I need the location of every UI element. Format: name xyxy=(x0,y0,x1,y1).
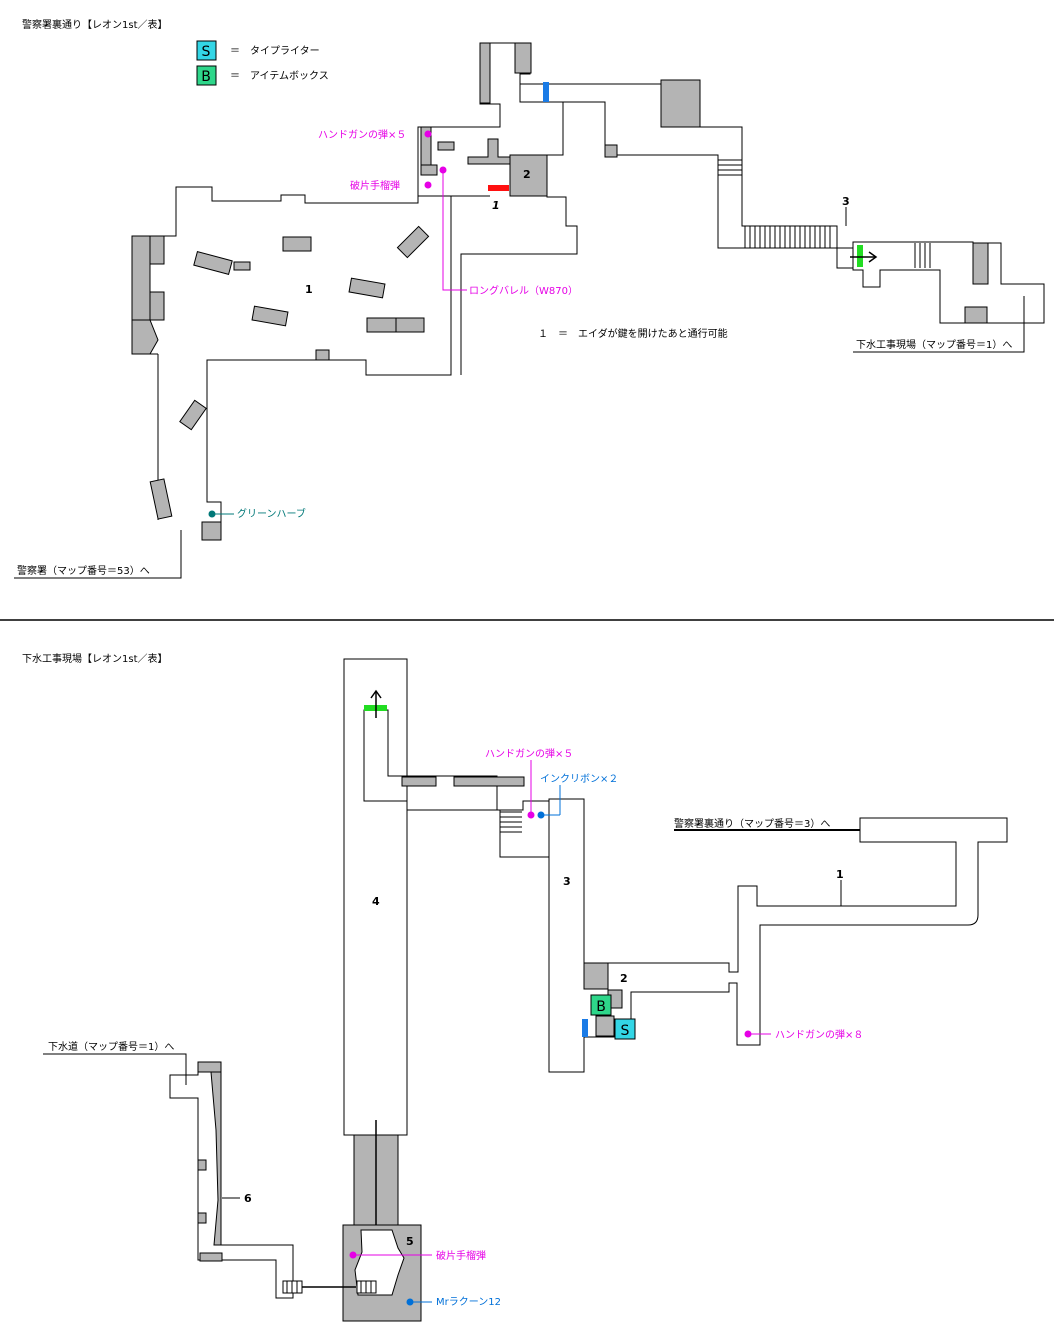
red-door[interactable] xyxy=(488,185,509,191)
room-number-2: 2 xyxy=(523,168,531,181)
legend: S ＝ タイプライター B ＝ アイテムボックス xyxy=(196,40,329,86)
item-inkribbon: インクリボン×２ xyxy=(540,773,618,785)
block xyxy=(348,277,386,299)
block xyxy=(509,154,548,197)
map1-title: 警察署裏通り【レオン1st／表】 xyxy=(22,18,168,31)
stairs-north xyxy=(718,159,742,176)
door-note-number: 1 xyxy=(492,199,500,212)
legend-box-swatch xyxy=(196,65,217,86)
block xyxy=(964,306,988,324)
block xyxy=(251,305,289,327)
block xyxy=(467,138,511,165)
room-4 xyxy=(343,658,408,1136)
block xyxy=(660,79,701,128)
block xyxy=(453,776,525,787)
block xyxy=(604,144,618,158)
leader xyxy=(442,170,467,291)
block xyxy=(149,291,165,321)
room-number-1: 1 xyxy=(836,868,844,881)
legend-save-swatch xyxy=(196,40,217,61)
room-number-1: 1 xyxy=(305,283,313,296)
block xyxy=(437,141,455,151)
room-number-3: 3 xyxy=(563,875,571,888)
block xyxy=(131,319,159,355)
block xyxy=(197,1159,207,1171)
room-number-5: 5 xyxy=(406,1235,414,1248)
item-handgun5: ハンドガンの弾×５ xyxy=(485,747,573,760)
item-dot xyxy=(424,130,432,138)
room-number-2: 2 xyxy=(620,972,628,985)
stairs-far-east xyxy=(914,243,931,268)
map1: 警察署裏通り【レオン1st／表】 S ＝ タイプライター B ＝ アイテムボック… xyxy=(14,18,1045,579)
map2: 下水工事現場【レオン1st／表】 4 B S 3 1 2 ハンドガンの弾×５ xyxy=(22,652,1008,1322)
exit-sewer-works[interactable]: 下水工事現場（マップ番号＝1）へ xyxy=(856,338,1012,351)
room-number-4: 4 xyxy=(372,895,380,908)
block xyxy=(479,42,491,104)
exit-sewer-line xyxy=(43,1053,187,1085)
block xyxy=(514,42,532,74)
exit-police[interactable]: 警察署（マップ番号＝53）へ xyxy=(17,564,150,577)
block xyxy=(201,521,222,541)
door-note: １ ＝ エイダが鍵を開けたあと通行可能 xyxy=(538,327,728,340)
item-dot xyxy=(424,181,432,189)
east-corridor xyxy=(520,79,1045,324)
item-herb: グリーンハーブ xyxy=(237,507,306,520)
blue-door[interactable] xyxy=(543,82,549,102)
block xyxy=(401,776,437,787)
legend-save-text: ＝ タイプライター xyxy=(230,45,320,57)
block xyxy=(149,478,173,520)
block xyxy=(197,1212,207,1224)
legend-box-letter: B xyxy=(201,69,211,85)
item-handgun: ハンドガンの弾×５ xyxy=(318,128,406,141)
exit-sewer-line xyxy=(853,296,1025,353)
typewriter-letter: S xyxy=(621,1023,630,1039)
map2-title: 下水工事現場【レオン1st／表】 xyxy=(22,652,168,665)
item-longbarrel: ロングバレル（W870） xyxy=(469,284,578,297)
item-grenade: 破片手榴弾 xyxy=(350,179,400,192)
stairs xyxy=(500,811,522,833)
block xyxy=(149,235,165,265)
block xyxy=(233,261,251,271)
arrow-up-icon xyxy=(370,689,382,718)
block xyxy=(193,250,233,276)
exit-police-line xyxy=(14,530,182,579)
typewriter-icon[interactable] xyxy=(614,1018,636,1040)
block xyxy=(395,317,425,333)
item-handgun8: ハンドガンの弾×８ xyxy=(775,1028,863,1041)
room-5-floor xyxy=(354,1229,405,1296)
block xyxy=(595,1015,615,1037)
block xyxy=(315,349,330,361)
legend-box-text: ＝ アイテムボックス xyxy=(230,70,329,82)
legend-save-letter: S xyxy=(202,44,211,60)
block xyxy=(197,1061,222,1073)
block xyxy=(179,399,207,431)
block xyxy=(972,242,989,285)
ladder-icon xyxy=(356,1280,377,1294)
ladder-icon xyxy=(282,1280,303,1294)
item-raccoon: Mrラクーン12 xyxy=(436,1296,501,1308)
block xyxy=(396,225,430,259)
block xyxy=(282,236,312,252)
item-box-icon[interactable] xyxy=(590,994,612,1016)
block xyxy=(420,164,438,176)
block xyxy=(366,317,397,333)
room-number-6: 6 xyxy=(244,1192,252,1205)
block xyxy=(210,1071,222,1246)
area2-outline xyxy=(417,42,578,375)
blue-door[interactable] xyxy=(582,1019,588,1037)
block xyxy=(199,1252,223,1262)
room-number-3: 3 xyxy=(842,195,850,208)
room-6 xyxy=(169,1061,294,1299)
green-door[interactable] xyxy=(857,245,863,267)
room-3-1-2 xyxy=(548,798,1008,1073)
exit-sewer[interactable]: 下水道（マップ番号＝1）へ xyxy=(48,1040,174,1053)
exit-back-street[interactable]: 警察署裏通り（マップ番号＝3）へ xyxy=(674,817,830,830)
block xyxy=(583,962,609,990)
stairs-east xyxy=(744,226,831,248)
item-box-letter: B xyxy=(596,999,606,1015)
item-grenade: 破片手榴弾 xyxy=(436,1249,486,1262)
exit-arrow-icon xyxy=(850,251,878,263)
